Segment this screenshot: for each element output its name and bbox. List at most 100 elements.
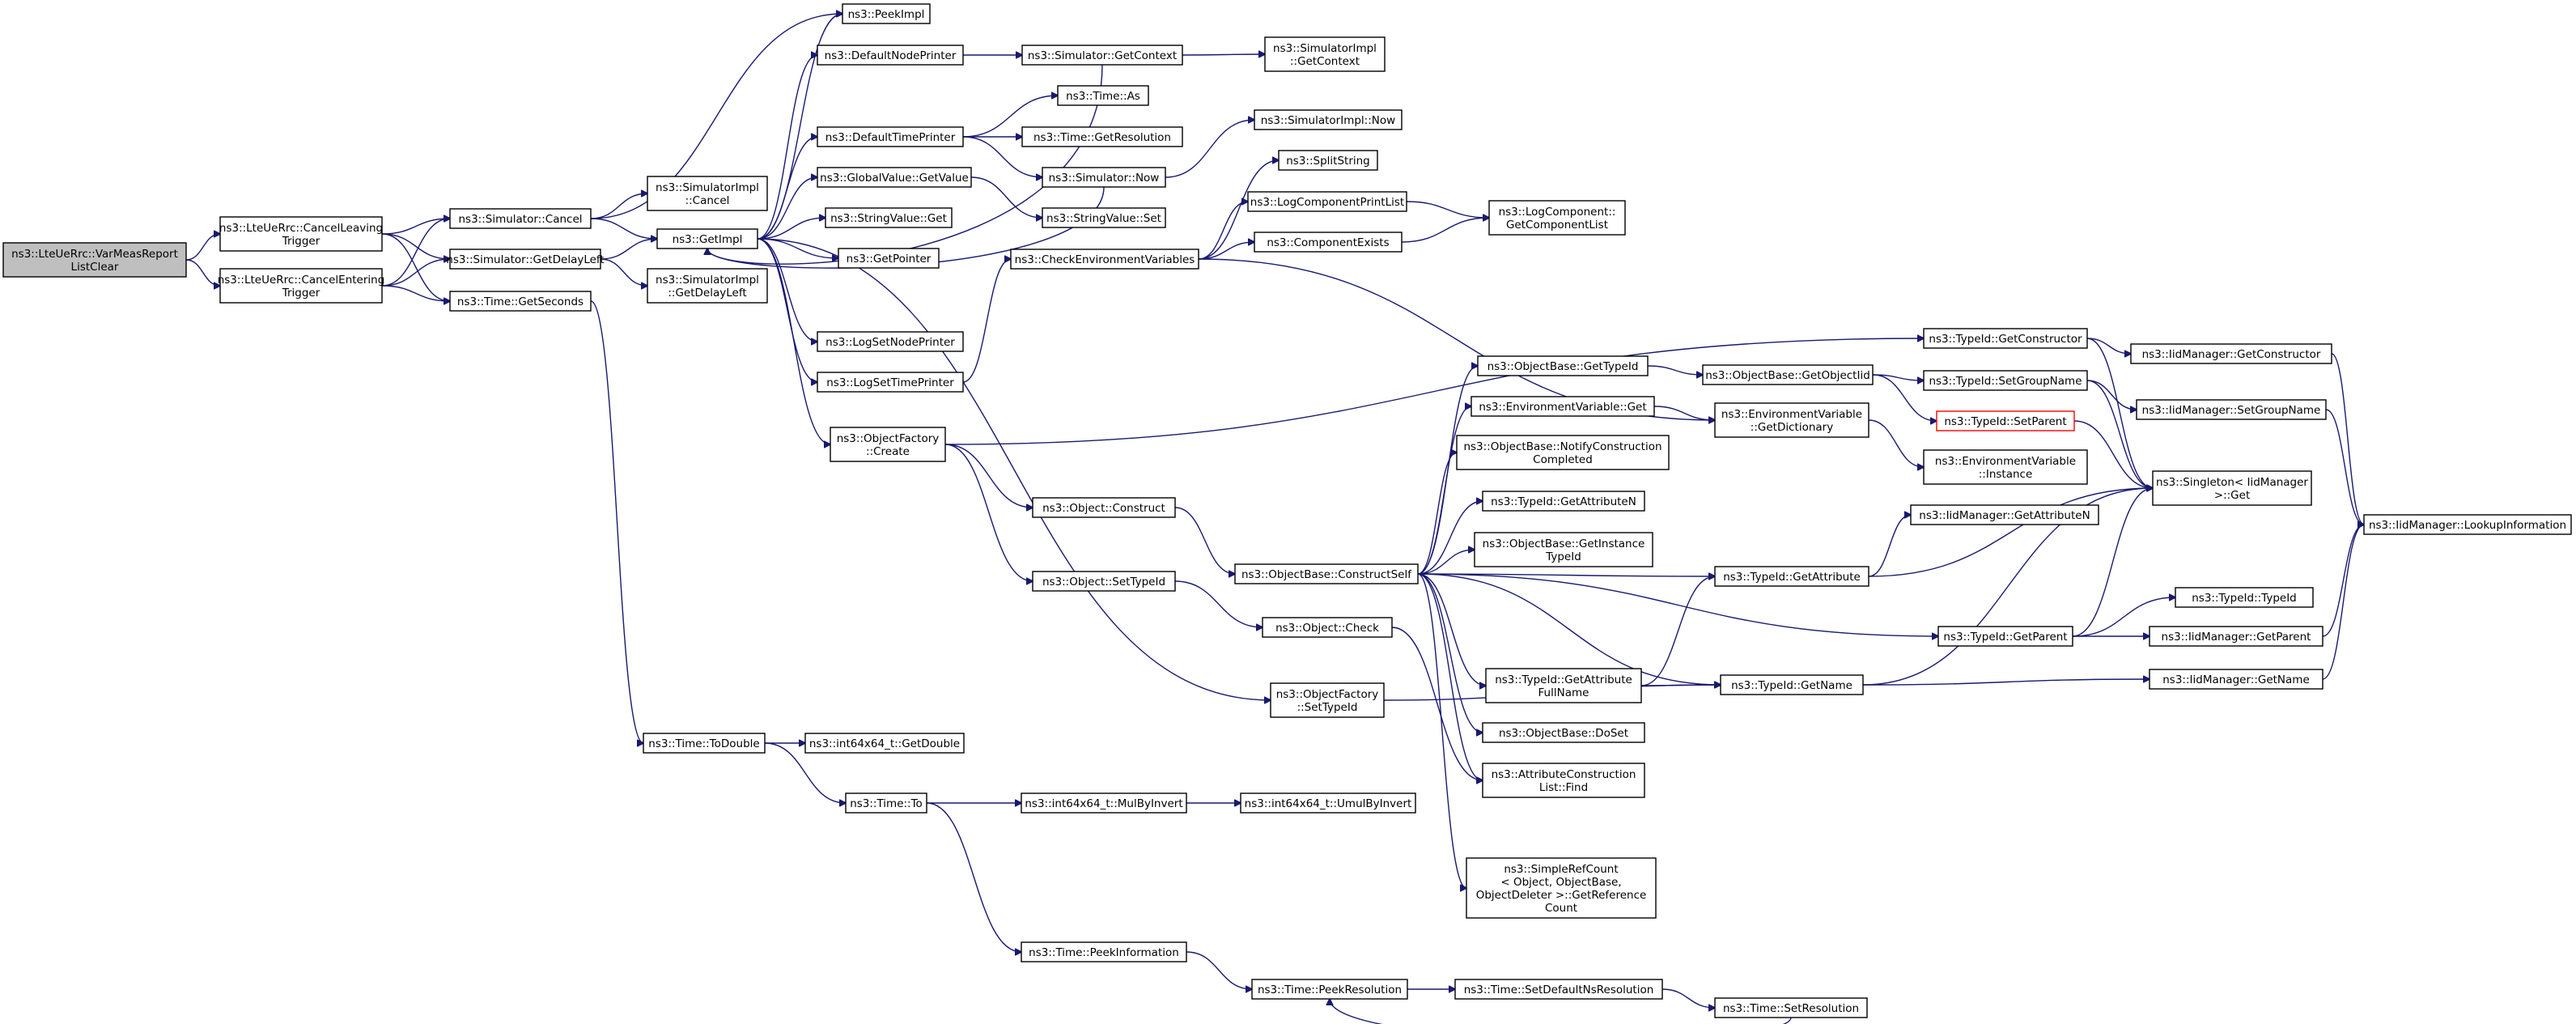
node-label: ns3::SplitString xyxy=(1286,155,1370,168)
node-object-base-get-object-iid[interactable]: ns3::ObjectBase::GetObjectIid xyxy=(1702,364,1874,385)
node-iid-manager-get-parent[interactable]: ns3::IidManager::GetParent xyxy=(2149,626,2323,647)
node-type-id-get-attribute-n[interactable]: ns3::TypeId::GetAttributeN xyxy=(1482,491,1645,512)
node-type-id-get-name[interactable]: ns3::TypeId::GetName xyxy=(1720,674,1864,695)
node-time-get-seconds[interactable]: ns3::Time::GetSeconds xyxy=(449,291,592,312)
node-type-id-type-id[interactable]: ns3::TypeId::TypeId xyxy=(2175,587,2314,608)
node-check-env-vars[interactable]: ns3::CheckEnvironmentVariables xyxy=(1010,249,1199,270)
node-time-as[interactable]: ns3::Time::As xyxy=(1057,85,1149,106)
node-label: ns3::DefaultNodePrinter xyxy=(825,49,957,62)
node-type-id-set-parent[interactable]: ns3::TypeId::SetParent xyxy=(1936,410,2075,431)
edge-object-base-get-type-id-to-object-base-get-object-iid xyxy=(1647,365,1703,375)
node-component-exists[interactable]: ns3::ComponentExists xyxy=(1254,232,1403,253)
node-log-component-get-list[interactable]: ns3::LogComponent::GetComponentList xyxy=(1488,200,1626,236)
node-box xyxy=(1270,682,1385,718)
node-box xyxy=(838,248,940,269)
node-sim-impl-get-context[interactable]: ns3::SimulatorImpl::GetContext xyxy=(1264,36,1386,72)
node-env-var-get-dictionary[interactable]: ns3::EnvironmentVariable::GetDictionary xyxy=(1714,402,1869,438)
node-string-value-set[interactable]: ns3::StringValue::Set xyxy=(1042,207,1166,228)
node-object-factory-set-type-id[interactable]: ns3::ObjectFactory::SetTypeId xyxy=(1270,682,1385,718)
node-label: ns3::int64x64_t::GetDouble xyxy=(809,737,960,750)
node-sim-impl-now[interactable]: ns3::SimulatorImpl::Now xyxy=(1254,109,1403,130)
node-int64-mul-by-invert[interactable]: ns3::int64x64_t::MulByInvert xyxy=(1021,792,1187,814)
node-type-id-get-constructor[interactable]: ns3::TypeId::GetConstructor xyxy=(1923,328,2088,349)
node-iid-manager-get-constructor[interactable]: ns3::IidManager::GetConstructor xyxy=(2130,343,2332,364)
node-global-value-get-value[interactable]: ns3::GlobalValue::GetValue xyxy=(817,167,972,188)
node-box xyxy=(2,242,187,278)
node-log-set-time-printer[interactable]: ns3::LogSetTimePrinter xyxy=(817,372,964,393)
node-string-value-get[interactable]: ns3::StringValue::Get xyxy=(825,207,953,228)
node-label: ns3::GlobalValue::GetValue xyxy=(820,172,969,185)
node-time-to-double[interactable]: ns3::Time::ToDouble xyxy=(643,733,766,754)
node-iid-manager-get-name[interactable]: ns3::IidManager::GetName xyxy=(2149,669,2323,690)
edge-get-impl-to-log-set-time-printer xyxy=(757,238,817,382)
node-object-factory-create[interactable]: ns3::ObjectFactory::Create xyxy=(830,427,946,462)
node-int64-get-double[interactable]: ns3::int64x64_t::GetDouble xyxy=(804,733,965,754)
node-singleton-get[interactable]: ns3::Singleton< IidManager>::Get xyxy=(2152,470,2312,506)
node-time-to[interactable]: ns3::Time::To xyxy=(845,792,927,814)
edge-object-base-construct-self-to-type-id-get-name xyxy=(1417,573,1721,685)
node-object-set-type-id[interactable]: ns3::Object::SetTypeId xyxy=(1032,571,1176,592)
node-sim-now[interactable]: ns3::Simulator::Now xyxy=(1042,167,1166,188)
edge-object-construct-to-object-base-construct-self xyxy=(1174,507,1235,574)
node-log-set-node-printer[interactable]: ns3::LogSetNodePrinter xyxy=(817,331,964,352)
node-sim-get-delay-left[interactable]: ns3::Simulator::GetDelayLeft xyxy=(446,249,605,270)
node-object-construct[interactable]: ns3::Object::Construct xyxy=(1032,497,1176,518)
node-box xyxy=(1057,85,1149,106)
node-sim-impl-cancel[interactable]: ns3::SimulatorImpl::Cancel xyxy=(647,176,768,211)
node-box xyxy=(1482,763,1645,798)
node-get-pointer[interactable]: ns3::GetPointer xyxy=(838,248,940,269)
node-time-set-resolution[interactable]: ns3::Time::SetResolution xyxy=(1714,997,1868,1018)
node-object-base-do-set[interactable]: ns3::ObjectBase::DoSet xyxy=(1482,722,1645,743)
node-label: ns3::Simulator::GetContext xyxy=(1028,49,1177,62)
node-env-var-get[interactable]: ns3::EnvironmentVariable::Get xyxy=(1470,396,1655,417)
node-simple-ref-count[interactable]: ns3::SimpleRefCount< Object, ObjectBase,… xyxy=(1466,857,1657,919)
edge-cancel-leaving-to-sim-get-delay-left xyxy=(381,233,450,259)
node-env-var-instance[interactable]: ns3::EnvironmentVariable::Instance xyxy=(1923,449,2088,485)
node-label: ::Instance xyxy=(1979,468,2033,481)
node-log-component-print-list[interactable]: ns3::LogComponentPrintList xyxy=(1247,191,1407,212)
node-label: ns3::Time::SetResolution xyxy=(1723,1002,1859,1015)
node-iid-manager-lookup-information[interactable]: ns3::IidManager::LookupInformation xyxy=(2363,514,2572,535)
node-box xyxy=(1474,532,1653,567)
node-type-id-get-parent[interactable]: ns3::TypeId::GetParent xyxy=(1937,626,2073,647)
node-object-base-get-type-id[interactable]: ns3::ObjectBase::GetTypeId xyxy=(1477,355,1649,376)
node-object-base-construct-self[interactable]: ns3::ObjectBase::ConstructSelf xyxy=(1234,563,1419,584)
edge-type-id-get-attribute-full-name-to-type-id-get-name xyxy=(1640,685,1721,686)
node-default-time-printer[interactable]: ns3::DefaultTimePrinter xyxy=(817,126,964,147)
edge-time-peek-information-to-time-peek-resolution xyxy=(1186,951,1252,989)
node-label: ns3::Time::PeekInformation xyxy=(1029,946,1179,959)
edge-sim-get-context-to-sim-impl-get-context xyxy=(1182,54,1265,55)
node-iid-manager-get-attribute-n[interactable]: ns3::IidManager::GetAttributeN xyxy=(1910,504,2099,525)
node-box xyxy=(1278,150,1378,171)
node-sim-cancel[interactable]: ns3::Simulator::Cancel xyxy=(449,208,592,229)
edge-get-impl-to-global-value-get-value xyxy=(757,177,817,240)
node-sim-impl-get-delay-left[interactable]: ns3::SimulatorImpl::GetDelayLeft xyxy=(647,268,768,304)
node-time-set-default-ns-resolution[interactable]: ns3::Time::SetDefaultNsResolution xyxy=(1454,979,1663,1000)
node-get-impl[interactable]: ns3::GetImpl xyxy=(656,228,758,249)
node-type-id-set-group-name[interactable]: ns3::TypeId::SetGroupName xyxy=(1923,370,2088,391)
node-type-id-get-attribute[interactable]: ns3::TypeId::GetAttribute xyxy=(1714,566,1869,587)
node-time-peek-resolution[interactable]: ns3::Time::PeekResolution xyxy=(1251,979,1408,1000)
node-time-get-resolution[interactable]: ns3::Time::GetResolution xyxy=(1021,126,1183,147)
node-default-node-printer[interactable]: ns3::DefaultNodePrinter xyxy=(817,45,964,66)
node-label: ns3::ObjectBase::GetObjectIid xyxy=(1705,369,1870,382)
edge-type-id-get-parent-to-type-id-type-id xyxy=(2072,597,2175,637)
node-object-check[interactable]: ns3::Object::Check xyxy=(1262,617,1393,638)
node-peek-impl[interactable]: ns3::PeekImpl xyxy=(842,3,931,24)
edge-cancel-leaving-to-sim-cancel xyxy=(381,219,450,235)
node-time-peek-information[interactable]: ns3::Time::PeekInformation xyxy=(1021,941,1187,962)
node-split-string[interactable]: ns3::SplitString xyxy=(1278,150,1378,171)
node-object-base-notify-construction[interactable]: ns3::ObjectBase::NotifyConstructionCompl… xyxy=(1456,435,1670,470)
node-int64-umul-by-invert[interactable]: ns3::int64x64_t::UmulByInvert xyxy=(1240,792,1416,814)
node-label: ns3::TypeId::SetParent xyxy=(1944,415,2066,428)
node-label: ::GetDelayLeft xyxy=(668,287,746,300)
node-iid-manager-set-group-name[interactable]: ns3::IidManager::SetGroupName xyxy=(2136,399,2327,420)
edge-env-var-get-to-env-var-get-dictionary xyxy=(1653,406,1715,420)
node-sim-get-context[interactable]: ns3::Simulator::GetContext xyxy=(1021,45,1183,66)
